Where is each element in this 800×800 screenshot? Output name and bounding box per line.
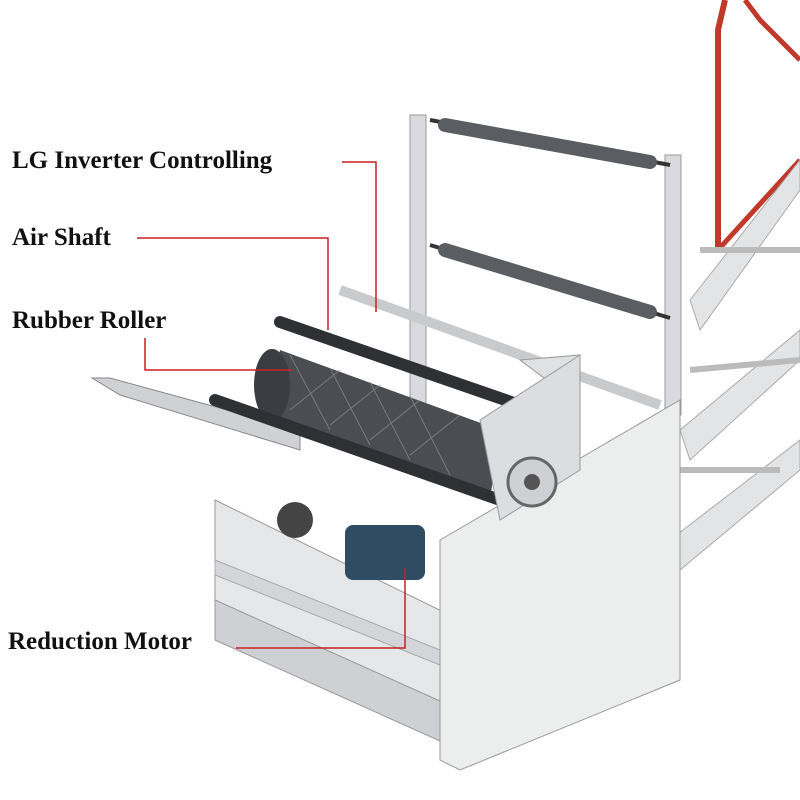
air-shaft bbox=[274, 316, 546, 418]
label-reduction-motor: Reduction Motor bbox=[8, 628, 192, 655]
base-frame bbox=[214, 354, 681, 771]
upright-frame bbox=[338, 114, 682, 416]
staircase bbox=[669, 0, 800, 571]
label-air-shaft: Air Shaft bbox=[12, 224, 111, 251]
leader-line-inverter bbox=[342, 161, 377, 312]
rubber-roller bbox=[254, 349, 500, 500]
leader-line-air-shaft bbox=[137, 237, 329, 330]
lower-shaft bbox=[209, 394, 506, 506]
label-rubber-roller: Rubber Roller bbox=[12, 307, 167, 334]
leader-line-rubber-roller bbox=[144, 338, 292, 371]
feeding-tray bbox=[90, 377, 301, 451]
leader-line-reduction-motor bbox=[236, 568, 406, 649]
label-lg-inverter-controlling: LG Inverter Controlling bbox=[12, 147, 273, 174]
leader-lines bbox=[137, 161, 406, 649]
reduction-motor bbox=[277, 502, 425, 580]
